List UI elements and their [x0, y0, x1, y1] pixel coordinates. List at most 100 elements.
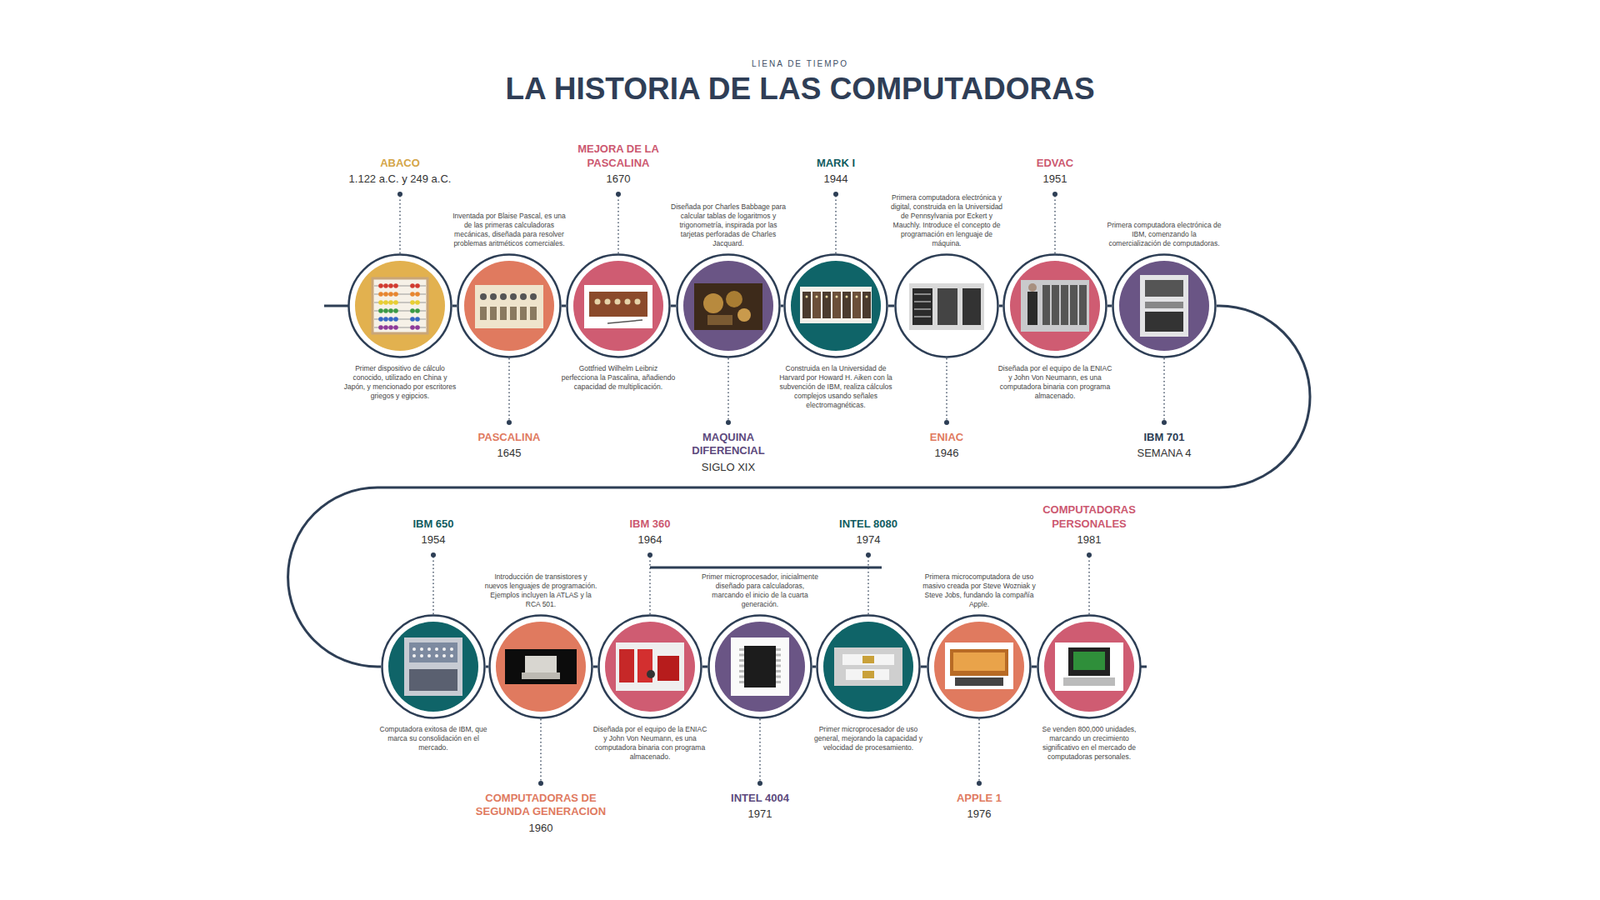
picture-part — [530, 306, 537, 320]
picture-part — [914, 308, 931, 310]
picture-part — [435, 654, 439, 658]
circle-shape — [347, 253, 453, 359]
event-date: 1974 — [805, 533, 931, 547]
leader-dot — [397, 191, 403, 197]
circle-picture — [372, 278, 428, 334]
picture-part — [1145, 311, 1184, 332]
picture-part — [802, 291, 811, 319]
picture-part — [834, 647, 903, 686]
circle-ring — [785, 255, 888, 358]
circle-picture — [1020, 280, 1090, 332]
event-title: MAQUINA DIFERENCIAL — [686, 430, 770, 459]
circle-picture — [945, 642, 1014, 690]
picture-part — [855, 295, 859, 299]
picture-part — [800, 286, 872, 324]
circle-shape — [565, 253, 671, 359]
picture-part — [1079, 285, 1087, 325]
event-description: Computadora exitosa de IBM, que marca su… — [375, 725, 492, 753]
picture-part — [1060, 285, 1069, 325]
picture-part — [739, 659, 745, 662]
event-date: 1954 — [370, 533, 496, 547]
picture-part — [945, 642, 1014, 690]
event-label: COMPUTADORAS DE SEGUNDA GENERACION1960 — [474, 791, 608, 835]
picture-part — [490, 293, 497, 300]
picture-part — [914, 315, 931, 318]
leader-dot — [430, 552, 436, 558]
picture-part — [842, 654, 895, 665]
picture-part — [1068, 647, 1110, 676]
leader-line — [759, 719, 760, 784]
circle-fill — [495, 621, 586, 712]
picture-part — [480, 293, 487, 300]
event-date: 1.122 a.C. y 249 a.C. — [329, 172, 471, 186]
circle-shape — [815, 614, 921, 720]
event-label: EDVAC1951 — [992, 156, 1118, 187]
circle-shape — [380, 614, 486, 720]
event-description: Inventada por Blaise Pascal, es una de l… — [450, 211, 568, 249]
picture-part — [480, 306, 487, 320]
event-date: 1645 — [446, 446, 572, 460]
circle-shape — [488, 614, 594, 720]
picture-part — [707, 315, 733, 325]
leader-dot — [944, 420, 950, 425]
circle-fill — [1119, 260, 1210, 351]
circle-shape — [456, 253, 562, 359]
circle-ring — [817, 615, 920, 719]
timeline-connector — [888, 305, 895, 308]
timeline-circle: INTEL 80801974Primer microprocesador de … — [815, 614, 921, 720]
leader-dot — [538, 780, 544, 786]
circle-picture — [909, 283, 985, 330]
event-title: MEJORA DE LA PASCALINA — [572, 142, 665, 170]
timeline-circle: COMPUTADORAS PERSONALES1981Se venden 800… — [1036, 614, 1142, 720]
picture-part — [393, 316, 399, 322]
timeline-connector — [999, 305, 1003, 308]
timeline-connector — [593, 665, 598, 669]
event-date: 1964 — [587, 533, 713, 547]
event-description: Primera computadora electrónica de IBM, … — [1105, 220, 1223, 249]
timeline-connector — [702, 665, 708, 669]
picture-part — [909, 283, 985, 330]
event-date: 1944 — [773, 172, 899, 186]
picture-part — [415, 308, 420, 314]
picture-part — [822, 291, 831, 319]
event-description: Construida en la Universidad de Harvard … — [777, 364, 895, 410]
circle-shape — [1002, 253, 1108, 359]
picture-part — [410, 283, 415, 289]
picture-part — [1073, 651, 1105, 670]
picture-part — [420, 647, 424, 651]
circle-fill — [715, 621, 805, 712]
event-description: Introducción de transistores y nuevos le… — [482, 572, 600, 610]
picture-part — [1070, 285, 1078, 325]
leader-dot — [506, 420, 512, 425]
circle-ring — [928, 615, 1031, 719]
event-date: 1971 — [697, 807, 823, 821]
circle-fill — [573, 260, 664, 351]
picture-part — [378, 308, 384, 314]
picture-part — [520, 293, 527, 300]
picture-part — [442, 647, 446, 651]
picture-part — [703, 293, 724, 314]
leader-line — [727, 358, 729, 423]
timeline-circle: ENIAC1946Primera computadora electrónica… — [894, 253, 1000, 359]
event-description: Gottfried Wilhelm Leibniz perfecciona la… — [560, 364, 677, 392]
leader-line — [508, 358, 510, 423]
circle-shape — [783, 253, 889, 359]
event-label: COMPUTADORAS PERSONALES1981 — [1039, 503, 1140, 547]
picture-part — [775, 675, 781, 679]
timeline-connector — [1031, 665, 1037, 669]
picture-part — [962, 288, 981, 325]
picture-part — [1028, 283, 1037, 292]
circle-ring — [895, 255, 999, 358]
picture-part — [442, 654, 446, 658]
picture-part — [383, 316, 389, 322]
picture-part — [865, 295, 869, 299]
picture-part — [388, 316, 394, 322]
timeline-circle: EDVAC1951Diseñada por el equipo de la EN… — [1002, 253, 1108, 359]
picture-part — [410, 308, 415, 314]
event-title: COMPUTADORAS DE SEGUNDA GENERACION — [474, 791, 608, 820]
picture-part — [815, 295, 819, 299]
picture-part — [737, 308, 751, 322]
event-description: Diseñada por el equipo de la ENIAC y Joh… — [591, 725, 709, 762]
picture-part — [812, 291, 821, 319]
picture-part — [415, 325, 420, 330]
